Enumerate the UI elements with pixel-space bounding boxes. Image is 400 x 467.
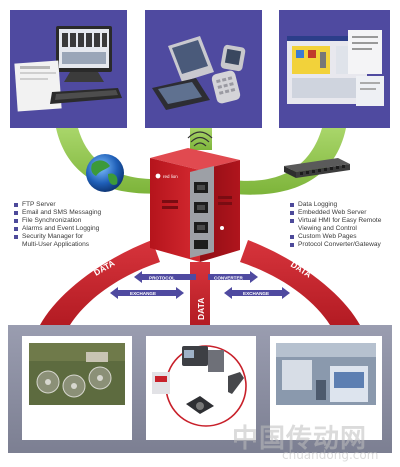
- top-panel-desktop: [10, 10, 127, 128]
- right-feature-item: Protocol Converter/Gateway: [290, 241, 381, 249]
- watermark-cn: 中国传动网: [232, 424, 368, 454]
- watermark-url: chuandong.com: [282, 448, 379, 462]
- right-feature-item: Custom Web Pages: [290, 233, 381, 241]
- red-lion-device: red lion: [150, 131, 240, 262]
- left-feature-item: Alarms and Event Logging: [14, 225, 101, 233]
- right-feature-item: Virtual HMI for Easy Remote: [290, 217, 381, 225]
- exchange-label-left: EXCHANGE: [130, 291, 156, 296]
- exchange-label-right: EXCHANGE: [243, 291, 269, 296]
- bottom-panel-devices: [146, 336, 256, 440]
- network-switch-icon: [284, 158, 350, 178]
- left-feature-item: FTP Server: [14, 201, 101, 209]
- device-logo-text: red lion: [163, 174, 178, 179]
- left-feature-item: Email and SMS Messaging: [14, 209, 101, 217]
- top-panel-mobile-devices: [145, 10, 262, 128]
- left-feature-item: Security Manager for: [14, 233, 101, 241]
- data-label-center: DATA: [196, 298, 206, 320]
- converter-label: CONVERTER: [214, 275, 244, 280]
- right-feature-item: Embedded Web Server: [290, 209, 381, 217]
- right-feature-item: Data Logging: [290, 201, 381, 209]
- bottom-panel-factory: [270, 336, 382, 440]
- globe-icon: [86, 154, 124, 192]
- left-feature-item: Multi-User Applications: [22, 241, 90, 249]
- bottom-panel-water-treatment: [22, 336, 132, 440]
- protocol-label: PROTOCOL: [149, 275, 175, 280]
- left-feature-item: File Synchronization: [14, 217, 101, 225]
- right-feature-list: Data Logging Embedded Web Server Virtual…: [290, 201, 381, 250]
- right-feature-item: Viewing and Control: [298, 225, 357, 233]
- red-connection-arcs: [40, 240, 360, 325]
- exchange-arrows-left: [110, 287, 184, 299]
- protocol-converter-arrows: [134, 271, 258, 283]
- left-feature-list: FTP Server Email and SMS Messaging File …: [14, 201, 101, 250]
- exchange-arrows-right: [224, 287, 290, 299]
- top-panel-hmi-screen: [279, 10, 390, 128]
